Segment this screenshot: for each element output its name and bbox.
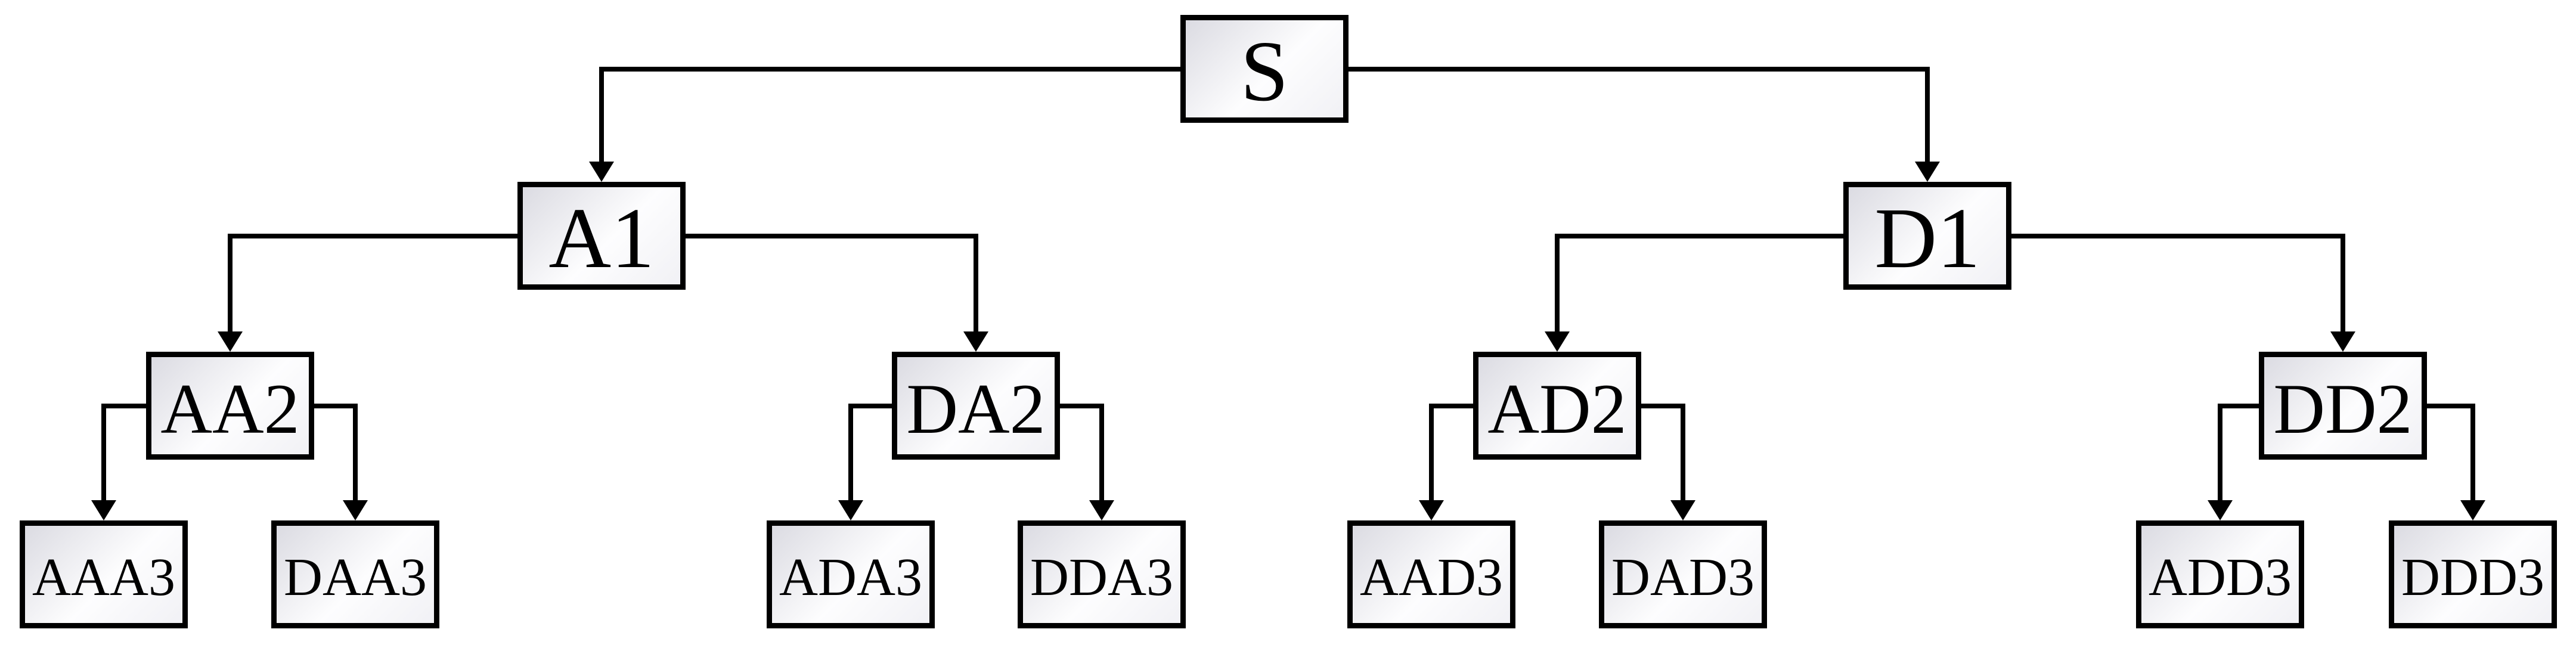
node-label: AAD3 [1360,547,1503,607]
connector-d1-dd2-vertical [2341,233,2345,336]
connector-a1-aa2-vertical [228,233,233,336]
node-label: DDA3 [1030,547,1173,607]
connector-d1-ad2-arrowhead-icon [1545,331,1570,352]
tree-node-add3: ADD3 [2136,520,2304,628]
connector-aa2-daa3-arrowhead-icon [343,500,368,520]
node-label: ADA3 [779,547,922,607]
connector-aa2-daa3-horizontal [314,403,358,408]
node-label: DAA3 [284,547,427,607]
connector-d1-dd2-horizontal [2011,233,2345,238]
node-label: DAD3 [1611,547,1754,607]
connector-dd2-ddd3-horizontal [2427,403,2475,408]
tree-node-aaa3: AAA3 [20,520,188,628]
connector-a1-da2-arrowhead-icon [963,331,988,352]
connector-s-a1-horizontal [599,66,1180,72]
connector-s-d1-arrowhead-icon [1915,162,1940,182]
connector-s-a1-arrowhead-icon [589,162,614,182]
tree-node-ada3: ADA3 [767,520,935,628]
connector-ad2-dad3-vertical [1681,403,1685,505]
node-label: AAA3 [32,547,175,607]
tree-node-a1: A1 [517,182,686,290]
tree-node-s: S [1180,15,1349,123]
tree-node-aa2: AA2 [146,352,314,460]
node-label: AA2 [160,368,300,448]
connector-dd2-ddd3-arrowhead-icon [2460,500,2485,520]
connector-da2-ada3-horizontal [848,403,892,408]
connector-s-d1-vertical [1925,66,1930,166]
tree-node-da2: DA2 [892,352,1060,460]
connector-a1-da2-horizontal [686,233,978,238]
connector-d1-ad2-vertical [1555,233,1560,336]
connector-ad2-dad3-arrowhead-icon [1670,500,1695,520]
node-label: S [1240,24,1289,119]
tree-node-dad3: DAD3 [1599,520,1767,628]
node-label: A1 [548,191,655,286]
node-label: AD2 [1487,368,1627,448]
tree-node-ddd3: DDD3 [2389,520,2557,628]
connector-aa2-daa3-vertical [353,403,358,505]
tree-node-daa3: DAA3 [271,520,439,628]
tree-node-ad2: AD2 [1473,352,1641,460]
tree-node-d1: D1 [1843,182,2011,290]
connector-a1-aa2-horizontal [228,233,517,238]
tree-node-dd2: DD2 [2259,352,2427,460]
connector-da2-dda3-horizontal [1060,403,1104,408]
connector-da2-ada3-vertical [848,403,853,505]
connector-dd2-add3-arrowhead-icon [2208,500,2233,520]
connector-a1-aa2-arrowhead-icon [218,331,243,352]
tree-node-aad3: AAD3 [1347,520,1515,628]
connector-aa2-aaa3-horizontal [101,403,146,408]
connector-ad2-aad3-arrowhead-icon [1419,500,1444,520]
connector-ad2-aad3-horizontal [1429,403,1473,408]
connector-a1-da2-vertical [974,233,978,336]
connector-d1-dd2-arrowhead-icon [2330,331,2355,352]
node-label: DDD3 [2401,547,2544,607]
node-label: DA2 [906,368,1046,448]
connector-dd2-add3-horizontal [2218,403,2259,408]
connector-aa2-aaa3-arrowhead-icon [91,500,116,520]
connector-da2-dda3-vertical [1099,403,1104,505]
connector-d1-ad2-horizontal [1555,233,1843,238]
connector-s-d1-horizontal [1349,66,1930,72]
node-label: DD2 [2273,368,2413,448]
connector-s-a1-vertical [599,66,604,166]
connector-dd2-ddd3-vertical [2470,403,2475,505]
node-label: ADD3 [2149,547,2292,607]
connector-dd2-add3-vertical [2218,403,2222,505]
node-label: D1 [1874,191,1980,286]
connector-ad2-dad3-horizontal [1641,403,1685,408]
connector-da2-ada3-arrowhead-icon [838,500,863,520]
connector-da2-dda3-arrowhead-icon [1089,500,1114,520]
connector-ad2-aad3-vertical [1429,403,1434,505]
connector-aa2-aaa3-vertical [101,403,106,505]
tree-node-dda3: DDA3 [1018,520,1186,628]
